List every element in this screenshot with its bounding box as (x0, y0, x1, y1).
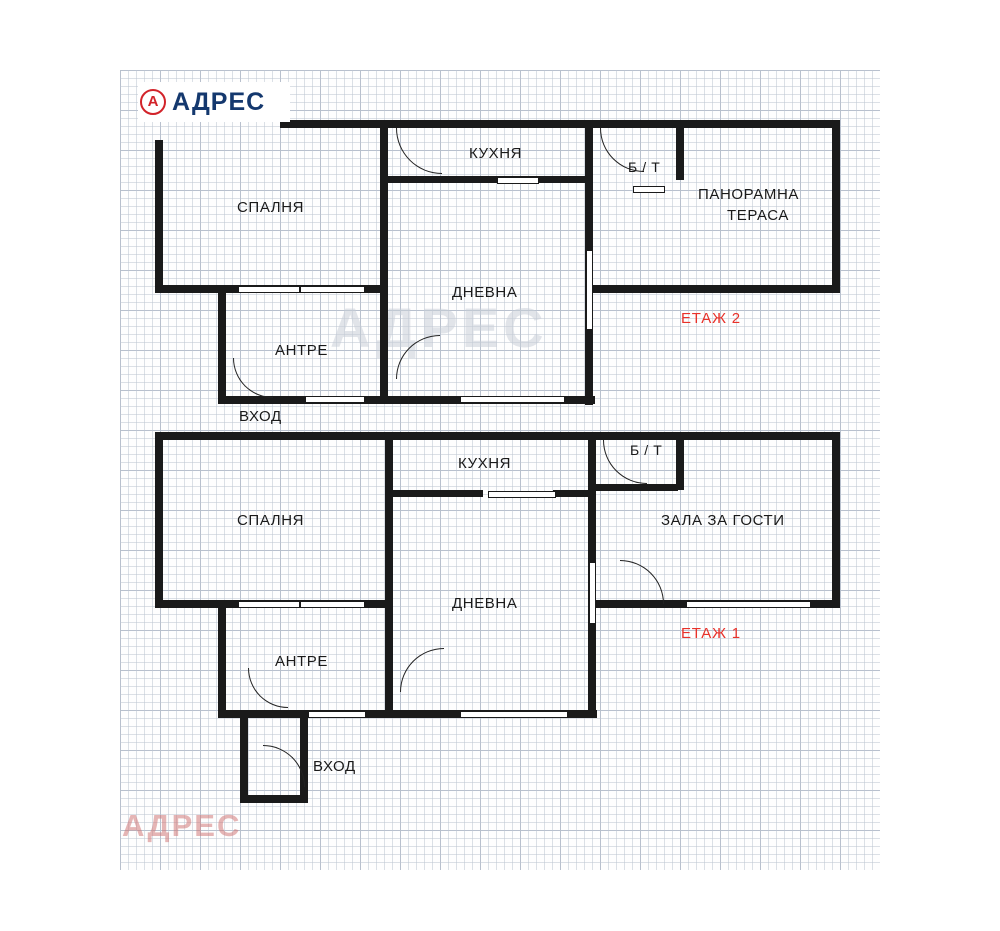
opening-f2-placeholder (238, 396, 240, 403)
adres-circle-a-icon (140, 89, 166, 115)
window-f2-kitchen (497, 177, 539, 184)
wall-f2-terrace-bottom (592, 285, 840, 293)
window-f1-spalnya-a (238, 601, 300, 608)
wall-f2-bt-right (676, 120, 684, 180)
window-f1-antre-bottom (308, 711, 366, 718)
wall-f2-kitchen-bottom (388, 176, 588, 183)
label-f2-terasa-line2: ТЕРАСА (727, 207, 789, 224)
label-f2-spalnya: СПАЛНЯ (237, 199, 305, 216)
wall-f1-top (155, 432, 840, 440)
window-f1-spalnya-b (300, 601, 365, 608)
label-f1-zala: ЗАЛА ЗА ГОСТИ (661, 512, 785, 529)
wall-f2-antre-bottom (218, 396, 388, 404)
wall-f1-antre-left (218, 600, 226, 718)
window-f2-spalnya-a (238, 286, 300, 293)
wall-f2-antre-left (218, 285, 226, 403)
label-f1-spalnya: СПАЛНЯ (237, 512, 305, 529)
badge-floor-1: ЕТАЖ 1 (681, 625, 741, 642)
wall-f1-right (832, 432, 840, 607)
badge-floor-2: ЕТАЖ 2 (681, 310, 741, 327)
wall-f1-kitchen-bottom-left (393, 490, 483, 497)
wall-f1-kitchen-left (385, 432, 393, 718)
label-f2-bt: Б / Т (628, 159, 661, 175)
brand-logo: АДРЕС (138, 82, 290, 122)
label-f1-dnevna: ДНЕВНА (452, 595, 518, 612)
wall-f1-left-upper (155, 432, 163, 607)
label-f2-antre: АНТРЕ (275, 342, 329, 359)
window-f2-living-right-vertical (586, 250, 593, 330)
wall-f1-bt-right (676, 432, 684, 490)
label-f1-bt: Б / Т (630, 442, 663, 458)
label-f1-kuhnya: КУХНЯ (458, 455, 512, 472)
label-f2-kuhnya: КУХНЯ (469, 145, 523, 162)
wall-f2-right (832, 120, 840, 292)
brand-logo-text: АДРЕС (172, 87, 266, 116)
window-f2-bt (633, 186, 665, 193)
wall-f2-left-upper (155, 140, 163, 292)
window-f2-living-bottom (460, 396, 565, 403)
wall-f1-bt-bottom (596, 484, 678, 491)
label-f1-antre: АНТРЕ (275, 653, 329, 670)
window-f2-spalnya-b (300, 286, 365, 293)
wall-f2-kitchen-left (380, 120, 388, 403)
wall-f1-kitchen-bottom-right (553, 490, 593, 497)
label-f2-terasa-line1: ПАНОРАМНА (698, 186, 800, 203)
window-f1-zala (686, 601, 811, 608)
wall-f1-entrance-bottom (240, 795, 308, 803)
label-f1-vhod: ВХОД (313, 758, 356, 775)
window-f1-living-right-vertical (589, 562, 596, 624)
label-f2-vhod: ВХОД (239, 408, 282, 425)
wall-f1-entrance-right (300, 710, 308, 802)
wall-f1-entrance-left (240, 710, 248, 802)
label-f2-dnevna: ДНЕВНА (452, 284, 518, 301)
window-f1-kitchen (488, 491, 556, 498)
wall-f2-top (280, 120, 840, 128)
window-f1-living-bottom (460, 711, 568, 718)
window-f2-antre-bottom (305, 396, 365, 403)
